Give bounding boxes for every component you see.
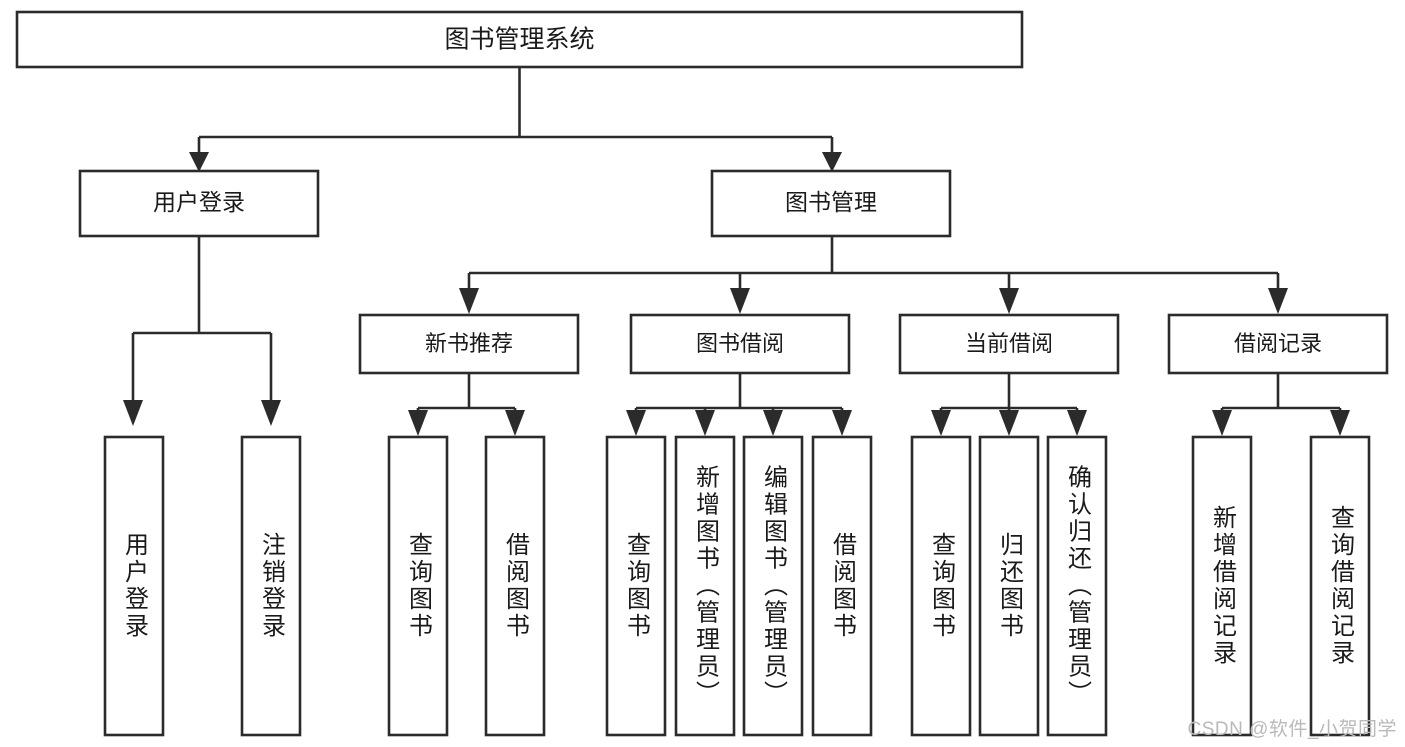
- node-root-label: 图书管理系统: [444, 26, 594, 54]
- leaf-query-book-2[interactable]: 查询图书: [605, 435, 667, 737]
- node-book-borrow[interactable]: 图书借阅: [629, 313, 851, 375]
- leaf-borrow-book-2[interactable]: 借阅图书: [811, 435, 873, 737]
- leaf-add-book-box[interactable]: [674, 435, 736, 737]
- leaf-edit-book-box[interactable]: [742, 435, 804, 737]
- node-root-box[interactable]: [15, 10, 1024, 69]
- csdn-watermark: CSDN @软件_小贺同学: [1187, 719, 1397, 740]
- leaf-query-record[interactable]: 查询借阅记录: [1309, 435, 1371, 737]
- leaf-user-logout-label: 注销登录: [258, 532, 286, 640]
- node-book-manage-box[interactable]: [710, 169, 952, 238]
- leaf-borrow-book-2-label: 借阅图书: [829, 532, 857, 640]
- leaf-borrow-book-1[interactable]: 借阅图书: [484, 435, 546, 737]
- node-user-login[interactable]: 用户登录: [78, 169, 320, 238]
- node-root[interactable]: 图书管理系统: [15, 10, 1024, 69]
- node-current-borrow-label: 当前借阅: [965, 331, 1053, 356]
- leaf-query-book-3[interactable]: 查询图书: [910, 435, 972, 737]
- leaf-return-book-box[interactable]: [978, 435, 1040, 737]
- leaf-add-record[interactable]: 新增借阅记录: [1191, 435, 1253, 737]
- arrow-head-leaf-query-book-1: [408, 410, 428, 436]
- node-new-book-rec-box[interactable]: [358, 313, 580, 375]
- arrow-head-leaf-edit-book: [763, 410, 783, 436]
- arrow-head-user-login: [189, 152, 209, 172]
- leaf-query-book-3-label: 查询图书: [928, 532, 956, 640]
- leaf-user-logout-box[interactable]: [240, 435, 302, 737]
- leaf-query-book-1[interactable]: 查询图书: [387, 435, 449, 737]
- leaf-borrow-book-1-box[interactable]: [484, 435, 546, 737]
- arrow-head-leaf-user-logout: [261, 400, 281, 426]
- leaf-user-login-label: 用户登录: [121, 532, 149, 640]
- leaf-add-record-label: 新增借阅记录: [1209, 505, 1237, 667]
- connector-layer: [123, 67, 1350, 436]
- node-user-login-box[interactable]: [78, 169, 320, 238]
- arrow-head-leaf-query-book-2: [626, 410, 646, 436]
- arrow-head-leaf-confirm-return: [1067, 410, 1087, 436]
- arrow-head-leaf-add-book: [695, 410, 715, 436]
- arrow-head-leaf-borrow-book-2: [832, 410, 852, 436]
- leaf-user-login-box[interactable]: [103, 435, 165, 737]
- node-book-borrow-box[interactable]: [629, 313, 851, 375]
- leaf-edit-book-label: 编辑图书（管理员）: [760, 465, 788, 708]
- leaf-return-book[interactable]: 归还图书: [978, 435, 1040, 737]
- node-book-borrow-label: 图书借阅: [696, 331, 784, 356]
- node-book-manage-label: 图书管理: [785, 189, 877, 215]
- leaf-borrow-book-1-label: 借阅图书: [502, 532, 530, 640]
- leaf-query-book-2-label: 查询图书: [623, 532, 651, 640]
- leaf-query-record-label: 查询借阅记录: [1327, 505, 1355, 667]
- node-book-manage[interactable]: 图书管理: [710, 169, 952, 238]
- leaf-query-book-1-label: 查询图书: [405, 532, 433, 640]
- arrow-head-leaf-add-record: [1212, 410, 1232, 436]
- leaf-return-book-label: 归还图书: [996, 532, 1024, 640]
- leaf-confirm-return[interactable]: 确认归还（管理员）: [1046, 435, 1108, 737]
- arrow-head-borrow-record: [1268, 288, 1288, 314]
- arrow-head-current-borrow: [999, 288, 1019, 314]
- node-borrow-record-box[interactable]: [1167, 313, 1389, 375]
- node-new-book-rec-label: 新书推荐: [425, 331, 513, 356]
- arrow-head-leaf-user-login: [123, 400, 143, 426]
- leaf-query-book-1-box[interactable]: [387, 435, 449, 737]
- leaf-query-book-2-box[interactable]: [605, 435, 667, 737]
- leaf-add-book-label: 新增图书（管理员）: [692, 465, 720, 708]
- leaf-edit-book[interactable]: 编辑图书（管理员）: [742, 435, 804, 737]
- leaf-user-login[interactable]: 用户登录: [103, 435, 165, 737]
- leaf-confirm-return-label: 确认归还（管理员）: [1064, 465, 1092, 708]
- leaf-user-logout[interactable]: 注销登录: [240, 435, 302, 737]
- arrow-head-leaf-return-book: [999, 410, 1019, 436]
- leaf-query-record-box[interactable]: [1309, 435, 1371, 737]
- arrow-head-new-book-rec: [459, 288, 479, 314]
- leaf-add-record-box[interactable]: [1191, 435, 1253, 737]
- node-current-borrow[interactable]: 当前借阅: [898, 313, 1120, 375]
- node-borrow-record-label: 借阅记录: [1234, 331, 1322, 356]
- arrow-head-book-borrow: [730, 288, 750, 314]
- arrow-head-book-manage: [822, 152, 842, 172]
- leaf-confirm-return-box[interactable]: [1046, 435, 1108, 737]
- leaf-borrow-book-2-box[interactable]: [811, 435, 873, 737]
- leaf-add-book[interactable]: 新增图书（管理员）: [674, 435, 736, 737]
- leaf-query-book-3-box[interactable]: [910, 435, 972, 737]
- arrow-head-leaf-query-record: [1330, 410, 1350, 436]
- node-borrow-record[interactable]: 借阅记录: [1167, 313, 1389, 375]
- node-user-login-label: 用户登录: [153, 189, 245, 215]
- node-new-book-rec[interactable]: 新书推荐: [358, 313, 580, 375]
- arrow-head-leaf-borrow-book-1: [505, 410, 525, 436]
- node-current-borrow-box[interactable]: [898, 313, 1120, 375]
- arrow-head-leaf-query-book-3: [931, 410, 951, 436]
